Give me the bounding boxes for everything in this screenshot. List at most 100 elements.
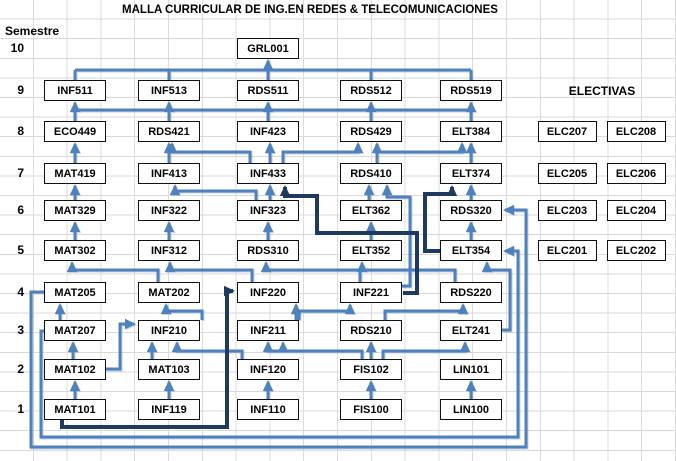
course-code-label: INF433: [249, 167, 287, 180]
course-code-label: ELT384: [451, 125, 491, 138]
course-code-label: ELC202: [615, 244, 657, 257]
course-box-INF211[interactable]: INF211: [237, 320, 299, 341]
course-code-label: LIN100: [452, 403, 490, 416]
course-code-label: INF221: [352, 286, 390, 299]
course-code-label: ELC208: [615, 125, 657, 138]
course-code-label: RDS519: [450, 84, 492, 97]
course-box-ELC203[interactable]: ELC203: [537, 200, 597, 221]
course-box-INF322[interactable]: INF322: [138, 200, 200, 221]
course-box-INF413[interactable]: INF413: [138, 163, 200, 184]
course-box-INF210[interactable]: INF210: [138, 320, 200, 341]
course-box-MAT103[interactable]: MAT103: [138, 359, 200, 380]
course-code-label: ELC206: [615, 167, 657, 180]
course-box-ELC205[interactable]: ELC205: [537, 163, 597, 184]
course-code-label: RDS429: [350, 125, 392, 138]
semester-axis-label: Semestre: [5, 24, 60, 38]
course-code-label: ELC205: [546, 167, 588, 180]
course-code-label: ELC201: [546, 244, 588, 257]
course-code-label: INF211: [250, 324, 286, 337]
course-box-MAT419[interactable]: MAT419: [44, 163, 106, 184]
page-title: MALLA CURRICULAR DE ING.EN REDES & TELEC…: [122, 4, 498, 16]
course-box-INF513[interactable]: INF513: [138, 80, 200, 101]
course-code-label: ELT352: [351, 244, 391, 257]
course-box-ELC202[interactable]: ELC202: [606, 240, 666, 261]
course-box-ELT241[interactable]: ELT241: [440, 320, 502, 341]
course-box-RDS210[interactable]: RDS210: [340, 320, 402, 341]
course-box-MAT302[interactable]: MAT302: [44, 240, 106, 261]
course-code-label: INF413: [150, 167, 188, 180]
course-box-ELC208[interactable]: ELC208: [606, 121, 666, 142]
course-box-RDS310[interactable]: RDS310: [237, 240, 299, 261]
course-box-RDS511[interactable]: RDS511: [237, 80, 299, 101]
course-box-ELT352[interactable]: ELT352: [340, 240, 402, 261]
semester-number-3: 3: [17, 323, 24, 337]
course-box-ELC201[interactable]: ELC201: [537, 240, 597, 261]
course-box-INF120[interactable]: INF120: [237, 359, 299, 380]
course-box-MAT205[interactable]: MAT205: [44, 282, 106, 303]
course-code-label: MAT102: [54, 363, 96, 376]
course-code-label: INF312: [150, 244, 188, 257]
course-code-label: FIS100: [353, 403, 389, 416]
course-box-LIN100[interactable]: LIN100: [440, 399, 502, 420]
course-code-label: INF120: [249, 363, 287, 376]
semester-number-8: 8: [17, 124, 24, 138]
semester-number-5: 5: [17, 243, 24, 257]
course-box-RDS320[interactable]: RDS320: [440, 200, 502, 221]
semester-number-10: 10: [10, 41, 24, 55]
course-code-label: ELC204: [615, 204, 657, 217]
course-code-label: RDS320: [450, 204, 492, 217]
course-code-label: INF119: [151, 403, 187, 416]
course-code-label: MAT329: [54, 204, 96, 217]
course-box-ELT374[interactable]: ELT374: [440, 163, 502, 184]
course-box-INF221[interactable]: INF221: [340, 282, 402, 303]
course-code-label: INF110: [250, 403, 286, 416]
course-code-label: RDS512: [350, 84, 392, 97]
course-box-FIS102[interactable]: FIS102: [340, 359, 402, 380]
course-code-label: LIN101: [452, 363, 490, 376]
course-code-label: ELT241: [451, 324, 491, 337]
semester-number-7: 7: [17, 166, 24, 180]
course-code-label: ELT362: [351, 204, 391, 217]
course-code-label: INF210: [150, 324, 188, 337]
course-code-label: INF511: [57, 84, 93, 97]
course-code-label: MAT419: [54, 167, 96, 180]
course-box-INF511[interactable]: INF511: [44, 80, 106, 101]
course-box-MAT101[interactable]: MAT101: [44, 399, 106, 420]
course-box-MAT202[interactable]: MAT202: [138, 282, 200, 303]
course-code-label: RDS220: [450, 286, 492, 299]
course-box-INF119[interactable]: INF119: [138, 399, 200, 420]
course-box-RDS429[interactable]: RDS429: [340, 121, 402, 142]
course-code-label: INF322: [150, 204, 188, 217]
course-box-GRL001[interactable]: GRL001: [237, 38, 299, 59]
course-box-ELC204[interactable]: ELC204: [606, 200, 666, 221]
course-box-ELT384[interactable]: ELT384: [440, 121, 502, 142]
course-code-label: GRL001: [247, 42, 289, 55]
course-box-ECO449[interactable]: ECO449: [44, 121, 106, 142]
course-code-label: ELT354: [451, 244, 491, 257]
course-box-MAT102[interactable]: MAT102: [44, 359, 106, 380]
course-box-FIS100[interactable]: FIS100: [340, 399, 402, 420]
course-box-RDS512[interactable]: RDS512: [340, 80, 402, 101]
course-box-ELT354[interactable]: ELT354: [440, 240, 502, 261]
course-box-RDS519[interactable]: RDS519: [440, 80, 502, 101]
course-box-RDS220[interactable]: RDS220: [440, 282, 502, 303]
semester-number-4: 4: [17, 285, 24, 299]
course-box-MAT207[interactable]: MAT207: [44, 320, 106, 341]
semester-number-6: 6: [17, 203, 24, 217]
course-code-label: ECO449: [53, 125, 97, 138]
course-box-LIN101[interactable]: LIN101: [440, 359, 502, 380]
course-box-ELC207[interactable]: ELC207: [537, 121, 597, 142]
course-box-ELT362[interactable]: ELT362: [340, 200, 402, 221]
course-box-INF433[interactable]: INF433: [237, 163, 299, 184]
course-box-INF220[interactable]: INF220: [237, 282, 299, 303]
course-box-INF312[interactable]: INF312: [138, 240, 200, 261]
course-box-RDS410[interactable]: RDS410: [340, 163, 402, 184]
course-box-INF423[interactable]: INF423: [237, 121, 299, 142]
course-box-RDS421[interactable]: RDS421: [138, 121, 200, 142]
course-box-INF110[interactable]: INF110: [237, 399, 299, 420]
course-box-ELC206[interactable]: ELC206: [606, 163, 666, 184]
course-box-MAT329[interactable]: MAT329: [44, 200, 106, 221]
course-box-INF323[interactable]: INF323: [237, 200, 299, 221]
